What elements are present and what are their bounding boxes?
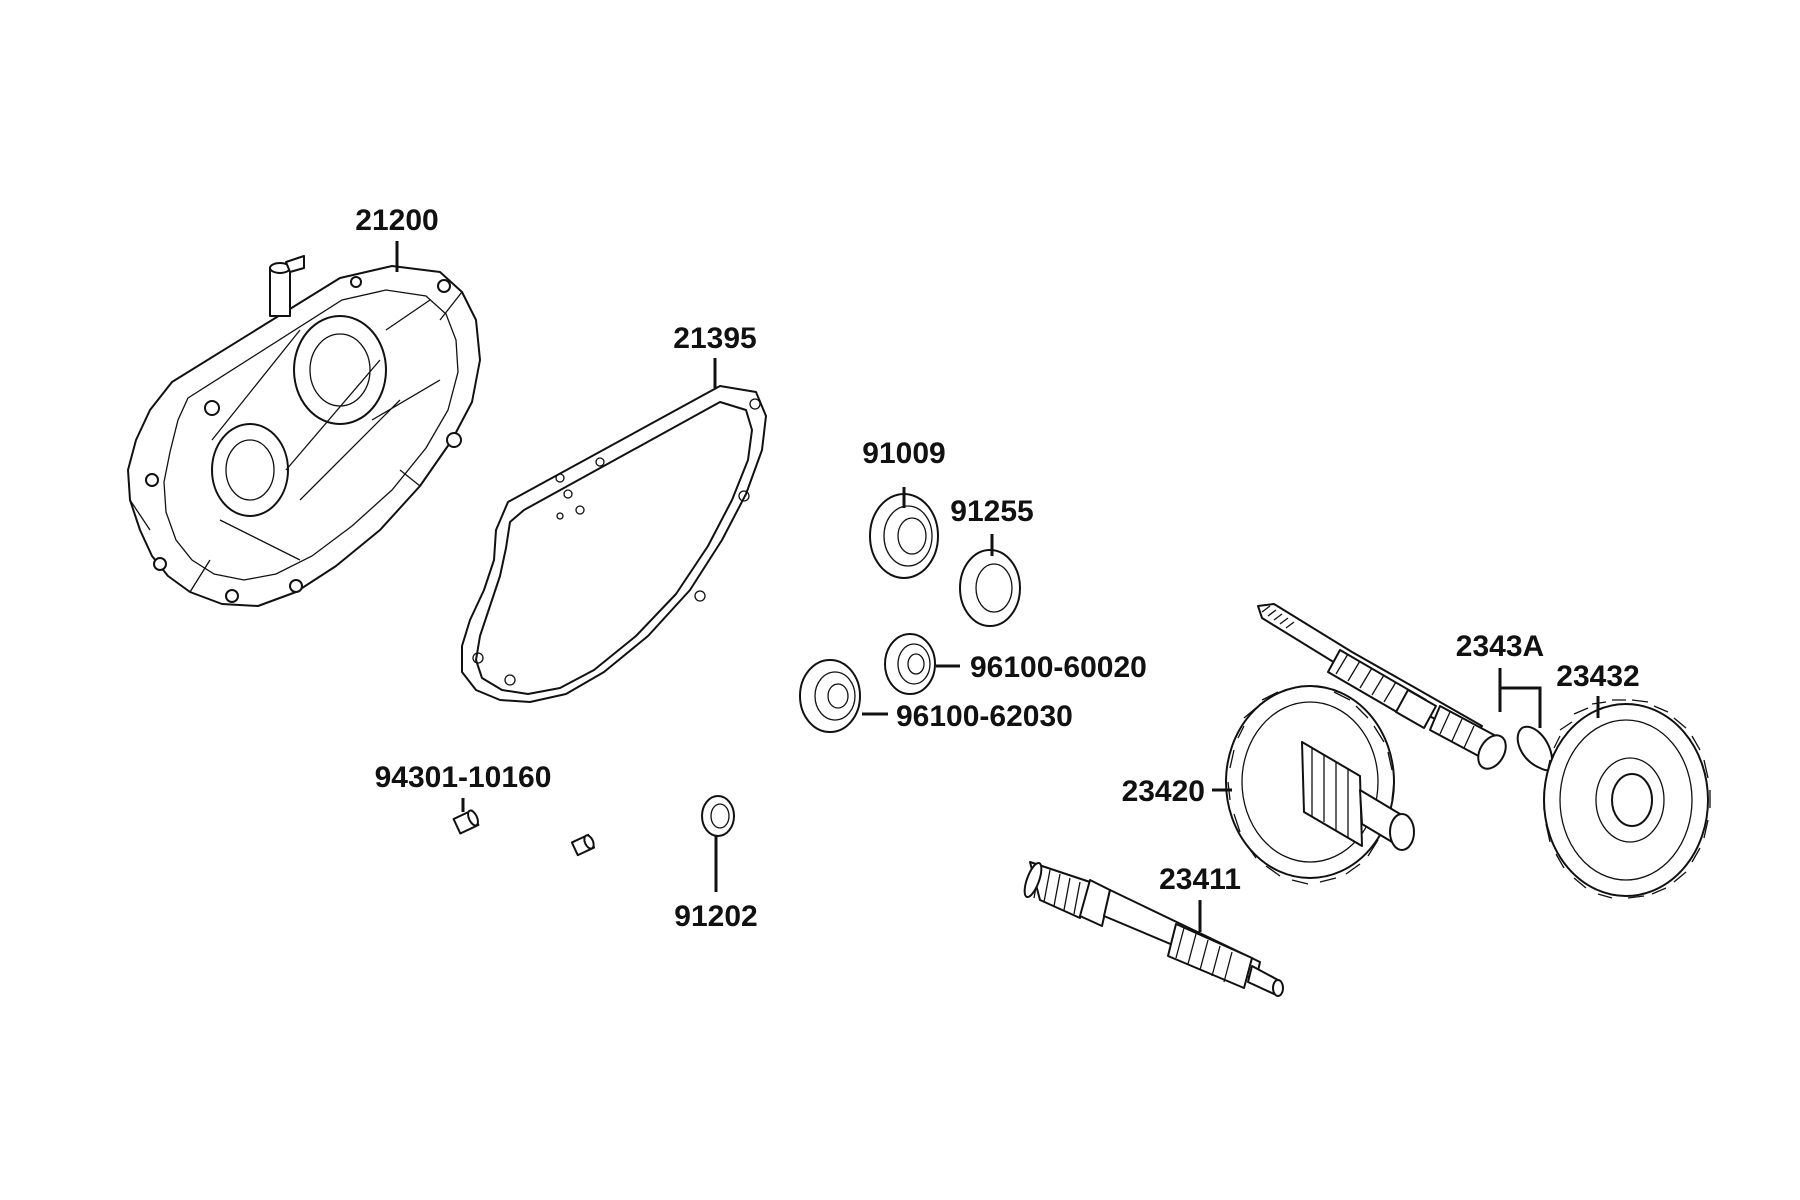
part-label-96100-60020: 96100-60020 [970, 651, 1147, 684]
part-label-96100-62030: 96100-62030 [896, 700, 1073, 733]
dowel-pin-part [570, 833, 596, 857]
circlip-part [1516, 725, 1554, 772]
part-label-2343A: 2343A [1456, 630, 1544, 663]
counter-gear-part [1225, 685, 1415, 885]
part-label-91202: 91202 [674, 900, 757, 933]
part-label-23432: 23432 [1556, 660, 1639, 693]
bearing-96100-62030-part [799, 659, 861, 733]
part-label-23420: 23420 [1122, 775, 1205, 808]
drive-shaft-part [1257, 603, 1507, 770]
final-shaft-part [1023, 861, 1284, 997]
final-gear-part [1543, 699, 1711, 899]
cover-gasket-part [461, 385, 767, 703]
part-label-23411: 23411 [1159, 863, 1241, 896]
part-label-21200: 21200 [355, 204, 438, 237]
dowel-pin-part [452, 809, 480, 835]
oil-seal-91202-part [701, 795, 735, 837]
part-label-94301-10160: 94301-10160 [375, 761, 552, 794]
part-label-91009: 91009 [862, 437, 945, 470]
part-label-91255: 91255 [950, 495, 1033, 528]
bearing-91009-part [869, 493, 939, 579]
oil-seal-91255-part [959, 549, 1021, 627]
part-label-21395: 21395 [673, 322, 756, 355]
bearing-96100-60020-part [884, 633, 936, 695]
transmission-cover-part [127, 255, 481, 607]
leader-2343A [1498, 668, 1542, 728]
